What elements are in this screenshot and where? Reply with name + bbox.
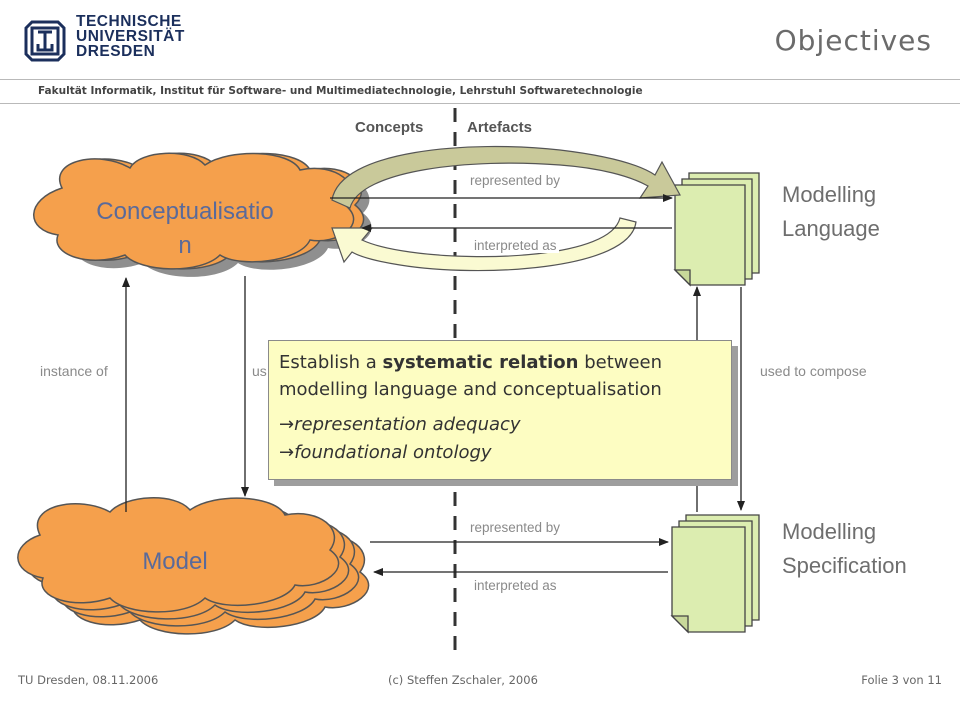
callout-item-1: →representation adequacy <box>279 411 721 439</box>
callout-line-1: Establish a systematic relation between <box>279 349 721 376</box>
top-interpreted-as-label: interpreted as <box>472 238 559 253</box>
callout-item-2-text: foundational ontology <box>294 442 492 463</box>
modelling-language-label-line1: Modelling <box>782 182 877 207</box>
callout-line-2: modelling language and conceptualisation <box>279 379 662 400</box>
footer-page-number: Folie 3 von 11 <box>861 673 942 687</box>
conceptualisation-label-line1: Conceptualisatio <box>96 198 274 225</box>
logo-line-3: DRESDEN <box>76 43 156 60</box>
callout-text-pre: Establish a <box>279 352 383 373</box>
modelling-specification-documents <box>670 514 760 634</box>
top-represented-by-label: represented by <box>468 173 563 188</box>
modelling-specification-label: Modelling Specification <box>782 515 907 583</box>
model-cloud-stack <box>17 497 370 635</box>
swoosh-interpreted <box>331 217 637 272</box>
modelling-language-label: Modelling Language <box>782 178 880 246</box>
modelling-specification-label-line1: Modelling <box>782 519 877 544</box>
modelling-specification-label-line2: Specification <box>782 553 907 578</box>
swoosh-represented <box>331 145 681 209</box>
callout-text-bold: systematic relation <box>382 352 579 373</box>
callout-items: →representation adequacy →foundational o… <box>279 411 721 467</box>
header-divider-top <box>0 79 960 80</box>
slide-title: Objectives <box>774 24 932 57</box>
model-label: Model <box>142 548 208 575</box>
uses-label-partial: us <box>252 363 267 379</box>
implies-arrow-icon: → <box>279 442 295 463</box>
bottom-interpreted-as-label: interpreted as <box>472 578 559 593</box>
tu-logo-emblem <box>24 20 66 62</box>
footer-date: TU Dresden, 08.11.2006 <box>18 673 159 687</box>
instance-of-label: instance of <box>40 363 108 379</box>
top-swoosh-arrows <box>331 145 681 272</box>
objective-callout: Establish a systematic relation between … <box>268 340 732 480</box>
logo-line-2: UNIVERSITÄT <box>76 28 185 45</box>
conceptualisation-label: Conceptualisatio n <box>80 195 290 263</box>
concepts-heading: Concepts <box>355 119 424 136</box>
logo-line-1: TECHNISCHE <box>76 13 182 30</box>
callout-item-1-text: representation adequacy <box>294 414 521 435</box>
faculty-subtitle: Fakultät Informatik, Institut für Softwa… <box>38 85 643 97</box>
logo-wordmark: TECHNISCHE UNIVERSITÄT DRESDEN <box>76 13 185 60</box>
conceptualisation-label-line2: n <box>178 232 192 259</box>
header-divider-bottom <box>0 103 960 104</box>
used-to-compose-label: used to compose <box>760 363 867 379</box>
modelling-language-documents <box>673 172 760 287</box>
modelling-language-label-line2: Language <box>782 216 880 241</box>
callout-text-post: between <box>578 352 663 373</box>
artefacts-heading: Artefacts <box>467 119 533 136</box>
implies-arrow-icon: → <box>279 414 295 435</box>
footer-copyright: (c) Steffen Zschaler, 2006 <box>388 673 538 687</box>
conceptualisation-cloud <box>33 152 372 277</box>
callout-item-2: →foundational ontology <box>279 439 721 467</box>
bottom-represented-by-label: represented by <box>468 520 563 535</box>
